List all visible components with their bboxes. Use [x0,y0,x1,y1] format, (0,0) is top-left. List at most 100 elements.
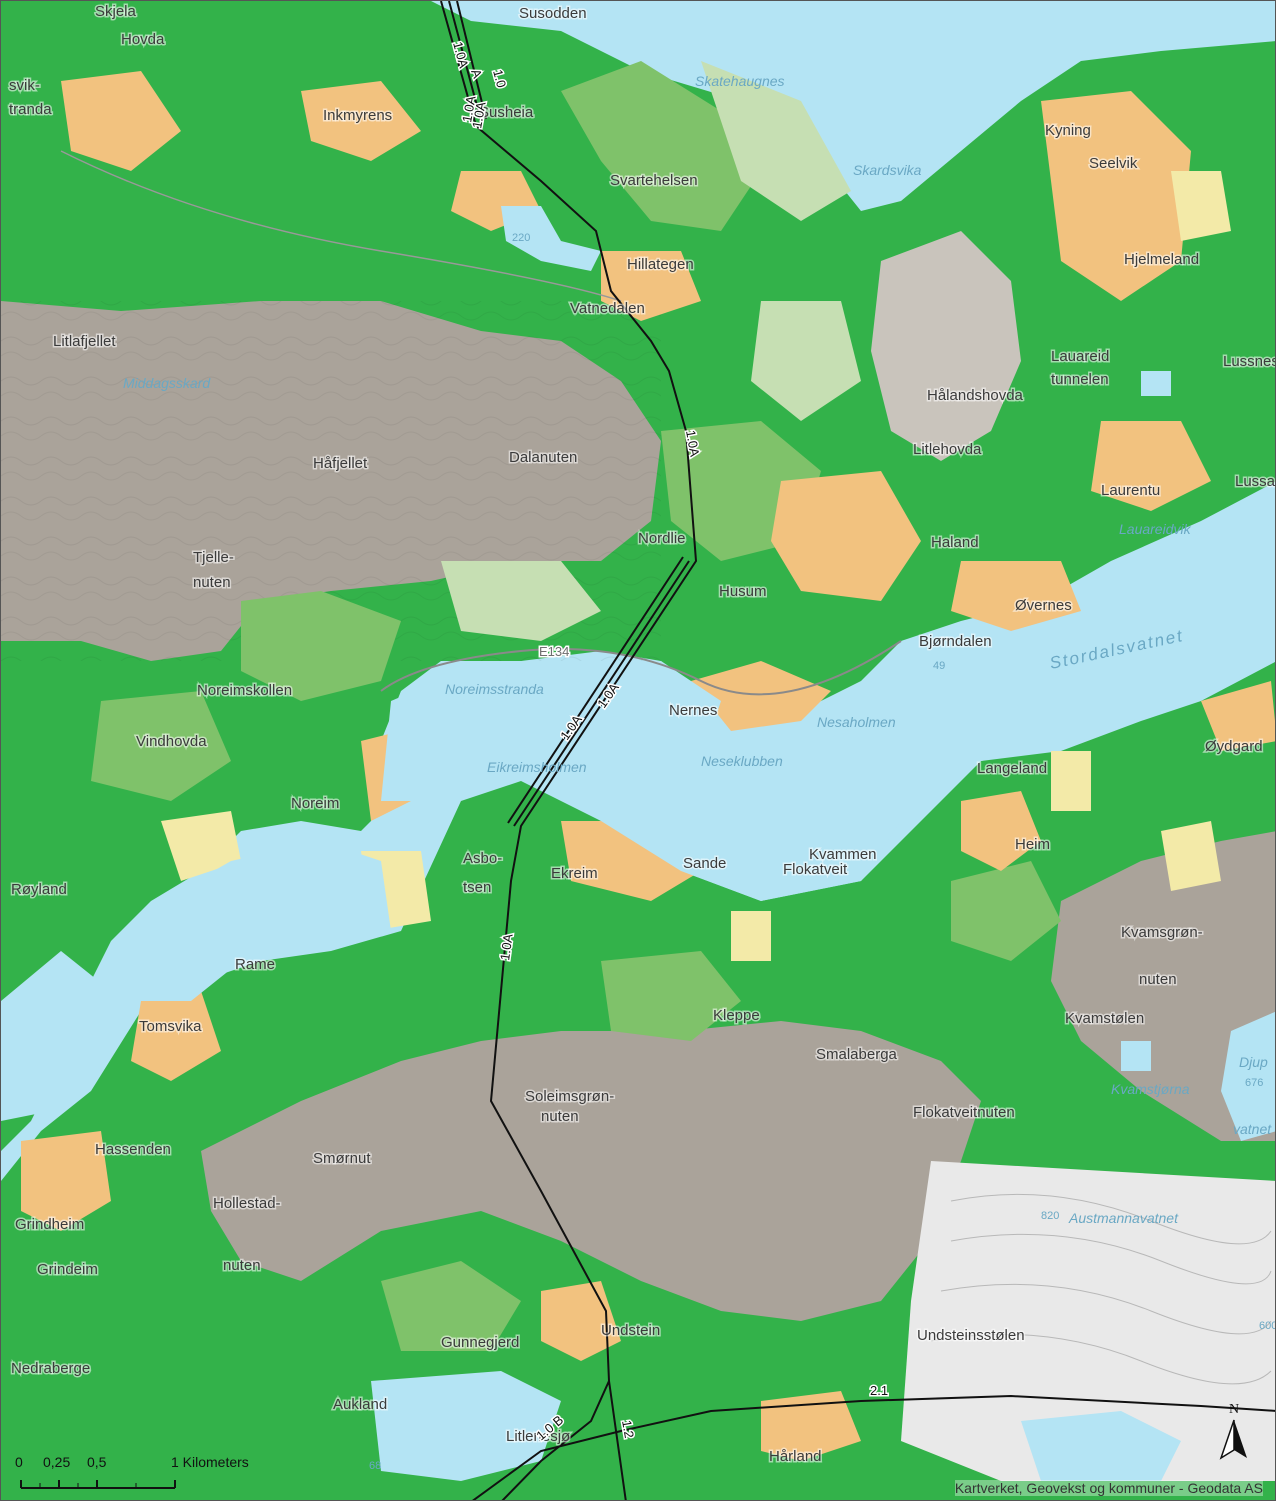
water-label-2: Middagsskard [123,375,211,391]
route-label-2: 1.0A [683,429,702,458]
water-label-11: vatnet [1233,1121,1272,1137]
place-label-2: svik- [9,77,40,94]
mountain-area-south [201,1021,981,1321]
place-label-38: Ekreim [551,865,598,882]
place-label-31: Flokatveitnuten [913,1104,1015,1121]
place-label-27: Soleimsgrøn- [525,1088,614,1105]
water-label-9: Austmannavatnet [1068,1210,1179,1226]
lakes [1,206,1275,1481]
place-label-14: Tomsvika [139,1018,202,1035]
scale-tick-025: 0,25 [43,1454,71,1470]
road-e134 [380,640,902,696]
place-label-15: Hassenden [95,1141,171,1158]
place-label-59: Kyning [1045,122,1091,139]
water-label-10: Djup [1239,1054,1268,1070]
place-label-45: Bjørndalen [919,633,992,650]
place-label-40: tsen [463,879,491,896]
place-label-46: Øvernes [1015,597,1072,614]
place-label-30: Smalaberga [816,1046,898,1063]
place-label-55: Lauareid [1051,348,1109,365]
elevation-label-5: 600 [1259,1320,1276,1332]
elevation-label-4: 820 [1041,1210,1059,1222]
place-label-1: Hovda [121,31,165,48]
road-label-e134: E134 [539,644,569,659]
place-label-57: Hjelmeland [1124,251,1199,268]
place-label-16: Grindheim [15,1216,84,1233]
place-label-49: Hålandshovda [927,387,1024,404]
place-label-18: Nedraberge [11,1360,90,1377]
mountain-area-northeast [871,231,1021,461]
place-label-60: Svartehelsen [610,172,698,189]
place-label-58: Seelvik [1089,155,1138,172]
road-secondary [60,150,622,302]
place-label-52: Laurentu [1101,482,1160,499]
place-label-66: Undsteinsstølen [917,1327,1025,1344]
place-labels: SkjelaHovdasvik-trandaLitlafjelletHåfjel… [8,2,1276,1467]
place-label-26: Hårland [769,1448,822,1465]
place-label-21: nuten [223,1257,261,1274]
elevation-label-0: 220 [512,232,530,244]
place-label-23: Undstein [601,1322,660,1339]
elevation-labels: 220 49 68 676 820 600 [369,232,1276,1472]
map-attribution: Kartverket, Geovekst og kommuner - Geoda… [954,1480,1263,1496]
place-label-62: Vatnedalen [570,300,645,317]
place-label-48: Nordlie [638,530,686,547]
place-label-63: Inkmyrens [323,107,392,124]
place-label-11: Noreim [291,795,339,812]
open-land-areas [441,61,861,641]
place-label-9: Noreimskollen [197,682,292,699]
place-label-24: Aukland [333,1396,387,1413]
place-label-39: Asbo- [463,850,502,867]
place-label-5: Håfjellet [313,455,368,472]
place-label-65: Susodden [519,5,587,22]
place-label-51: Haland [931,534,979,551]
north-arrow-icon [1219,1419,1247,1460]
place-label-34: nuten [1139,971,1177,988]
place-label-35: Sande [683,855,726,872]
scale-tick-0: 0 [15,1454,23,1470]
water-label-7: Lauareidvik [1119,521,1192,537]
elevation-label-3: 676 [1245,1077,1263,1089]
scale-tick-1: 1 Kilometers [171,1454,249,1470]
water-label-6: Nesaholmen [817,714,896,730]
elevation-label-2: 68 [369,1460,381,1472]
place-label-32: Kvamstølen [1065,1010,1144,1027]
water-label-3: Noreimsstranda [445,681,544,697]
place-label-20: Hollestad- [213,1195,281,1212]
place-label-6: Dalanuten [509,449,577,466]
place-label-3: tranda [9,101,52,118]
place-label-44: Øydgard [1205,738,1263,755]
route-label-1: 1.0A [469,100,488,129]
scale-bar-graphic [20,1480,176,1489]
water-label-1: Skardsvika [853,162,922,178]
place-label-0: Skjela [95,3,137,20]
raster-contours [930,1193,1272,1385]
place-label-56: tunnelen [1051,371,1109,388]
route-label-8: 1.0 [490,68,509,89]
place-label-10: Vindhovda [136,733,207,750]
place-label-61: Hillategen [627,256,694,273]
north-arrow-label: N [1228,1402,1240,1417]
place-label-13: Rame [235,956,275,973]
raster-lake [1021,1411,1181,1481]
gray-raster-area [901,1161,1275,1481]
place-label-22: Gunnegjerd [441,1334,519,1351]
place-label-19: Smørnut [313,1150,371,1167]
water-label-4: Eikreimsholmen [487,759,587,775]
place-label-43: Heim [1015,836,1050,853]
place-label-12: Røyland [11,881,67,898]
route-label-10: 1.2 [619,1419,637,1439]
place-label-50: Litlehovda [913,441,982,458]
water-label-5: Neseklubben [701,753,783,769]
place-label-37: Flokatveit [783,861,848,878]
place-label-33: Kvamsgrøn- [1121,924,1203,941]
place-label-53: Lussa [1235,473,1276,490]
place-label-28: nuten [541,1108,579,1125]
place-label-8: nuten [193,574,231,591]
water-label-8: Kvamstjørna [1111,1081,1190,1097]
water-label-0: Skatehaugnes [695,73,785,89]
elevation-label-1: 49 [933,660,945,672]
